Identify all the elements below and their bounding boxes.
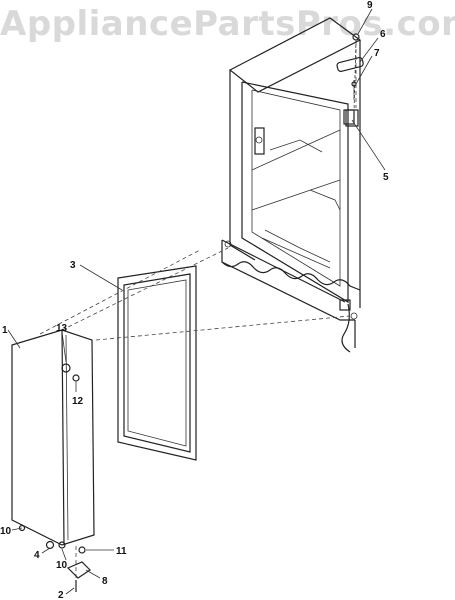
refrigerator-cabinet xyxy=(221,17,362,353)
freezer-door xyxy=(11,329,95,546)
alignment-lines xyxy=(39,42,357,590)
leader-lines xyxy=(7,8,386,595)
callout-9: 9 xyxy=(367,0,373,11)
callout-12: 12 xyxy=(72,396,84,407)
bottom-hinge-parts xyxy=(18,524,91,592)
door-gasket xyxy=(117,265,197,461)
callout-5: 5 xyxy=(383,172,389,183)
callout-4: 4 xyxy=(34,550,40,561)
callout-3: 3 xyxy=(70,260,76,271)
site-watermark: AppliancePartsPros.com xyxy=(0,4,455,44)
callout-10-upper: 10 xyxy=(0,526,12,537)
callout-11: 11 xyxy=(116,546,127,557)
callout-7: 7 xyxy=(374,48,380,59)
callout-8: 8 xyxy=(102,576,108,587)
callout-1: 1 xyxy=(2,325,8,336)
callout-10-lower: 10 xyxy=(56,560,68,571)
callout-13: 13 xyxy=(56,323,68,334)
callout-6: 6 xyxy=(380,29,386,40)
callout-2: 2 xyxy=(58,590,64,600)
